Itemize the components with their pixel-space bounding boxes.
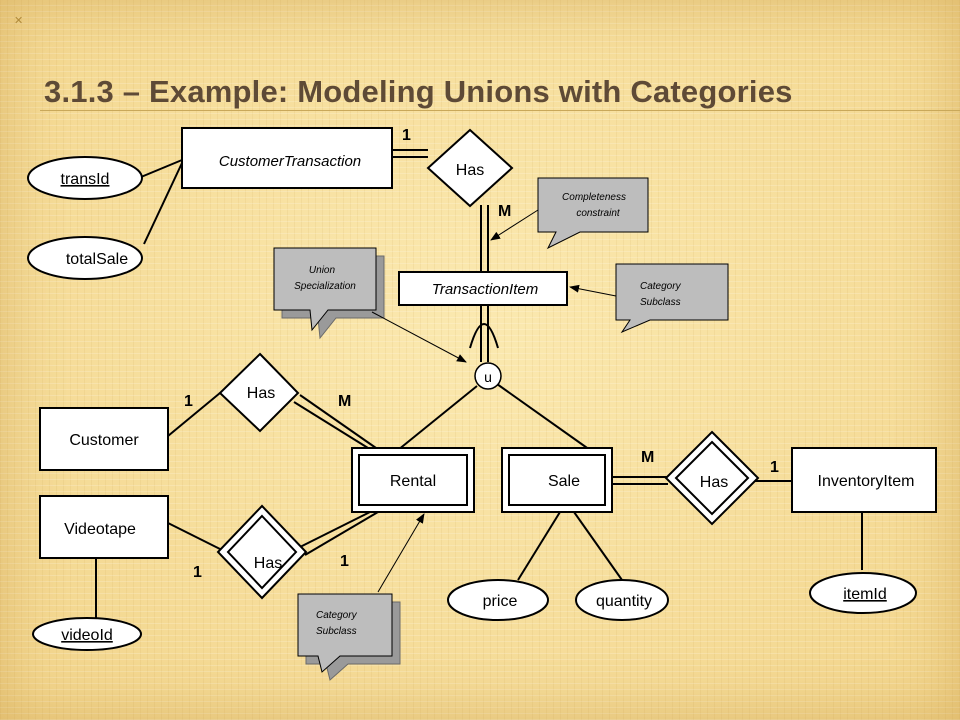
callout-completeness-line1: Completeness <box>562 192 626 203</box>
line-transid <box>140 159 183 178</box>
line-customer-has <box>167 392 221 437</box>
cardinality-top-one: 1 <box>402 127 411 144</box>
entity-customer: Customer <box>39 407 169 471</box>
attribute-price-label: price <box>483 593 518 610</box>
attribute-quantity-label: quantity <box>596 593 652 610</box>
relationship-has-sale-inventory: Has <box>664 430 760 526</box>
attribute-video-id: videoId <box>32 617 142 651</box>
entity-sale-label: Sale <box>548 473 580 490</box>
connector-lines <box>95 149 863 619</box>
cardinality-labels: 1 M 1 M 1 1 M 1 <box>184 127 779 581</box>
attribute-item-id: itemId <box>809 572 917 614</box>
callout-category-bottom-line2: Subclass <box>316 626 357 637</box>
attribute-item-id-label: itemId <box>843 586 887 603</box>
slide-title: 3.1.3 – Example: Modeling Unions with Ca… <box>44 74 793 109</box>
attribute-trans-id: transId <box>27 156 143 200</box>
callout-category-top: Category Subclass <box>615 263 729 334</box>
entity-videotape-label: Videotape <box>64 521 136 538</box>
relationship-has-top: Has <box>426 128 514 208</box>
cardinality-customer-one: 1 <box>184 393 193 410</box>
x-mark-icon: ✕ <box>14 15 24 27</box>
callout-category-bottom-line1: Category <box>316 610 358 621</box>
callout-completeness-arrow <box>490 209 539 241</box>
attribute-video-id-label: videoId <box>61 627 113 644</box>
subset-arc <box>469 323 499 349</box>
callout-union-line1: Union <box>309 265 336 276</box>
cardinality-top-many: M <box>498 203 511 220</box>
line-u-sale <box>496 383 591 451</box>
line-totalsale <box>143 162 183 245</box>
attribute-quantity: quantity <box>575 579 669 621</box>
callout-category-top-line2: Subclass <box>640 297 681 308</box>
line-price <box>517 511 561 581</box>
cardinality-rental-one: 1 <box>340 553 349 570</box>
line-has-rental-a <box>293 401 369 449</box>
relationship-has-customer-rental: Has <box>218 352 300 433</box>
entity-inventory-item: InventoryItem <box>791 447 937 513</box>
callout-completeness: Completeness constraint <box>537 177 649 250</box>
relationship-has-customer-rental-label: Has <box>247 385 275 402</box>
entity-sale: Sale <box>501 447 613 513</box>
line-quantity <box>573 511 623 581</box>
callout-union: Union Specialization <box>273 247 385 340</box>
attribute-total-sale: totalSale <box>27 236 143 280</box>
union-circle: u <box>474 362 502 390</box>
line-has-rental-b <box>299 394 377 449</box>
entity-inventory-item-label: InventoryItem <box>818 473 915 490</box>
relationship-has-sale-inventory-label: Has <box>700 474 728 491</box>
attribute-price: price <box>447 579 549 621</box>
callout-category-top-arrow <box>569 284 617 297</box>
union-symbol: u <box>484 369 492 385</box>
entity-videotape: Videotape <box>39 495 169 559</box>
attribute-total-sale-label: totalSale <box>66 251 128 268</box>
cardinality-customer-many: M <box>338 393 351 410</box>
entity-transaction-item-label: TransactionItem <box>432 281 538 298</box>
entity-customer-label: Customer <box>69 432 139 449</box>
callout-union-line2: Specialization <box>294 281 356 292</box>
callout-category-bottom: Category Subclass <box>297 593 401 681</box>
callout-category-top-line1: Category <box>640 281 682 292</box>
entity-rental: Rental <box>351 447 475 513</box>
entity-transaction-item: TransactionItem <box>398 271 568 306</box>
entity-rental-label: Rental <box>390 473 436 490</box>
line-u-rental <box>397 385 478 451</box>
callout-union-arrow <box>371 311 467 363</box>
entity-customer-transaction: CustomerTransaction <box>181 127 393 189</box>
cardinality-videotape-one: 1 <box>193 564 202 581</box>
title-divider <box>40 110 960 111</box>
line-has2-rental-a <box>297 511 371 549</box>
line-has2-rental-b <box>304 511 379 556</box>
callout-category-bottom-arrow <box>377 513 425 593</box>
relationship-has-videotape-rental-label: Has <box>254 555 282 572</box>
line-videotape-has <box>167 522 223 551</box>
entity-customer-transaction-label: CustomerTransaction <box>219 153 361 170</box>
relationship-has-top-label: Has <box>456 162 484 179</box>
cardinality-sale-many: M <box>641 449 654 466</box>
attribute-trans-id-label: transId <box>61 171 110 188</box>
relationship-has-videotape-rental: Has <box>216 504 308 600</box>
callout-completeness-line2: constraint <box>576 208 621 219</box>
cardinality-inventory-one: 1 <box>770 459 779 476</box>
